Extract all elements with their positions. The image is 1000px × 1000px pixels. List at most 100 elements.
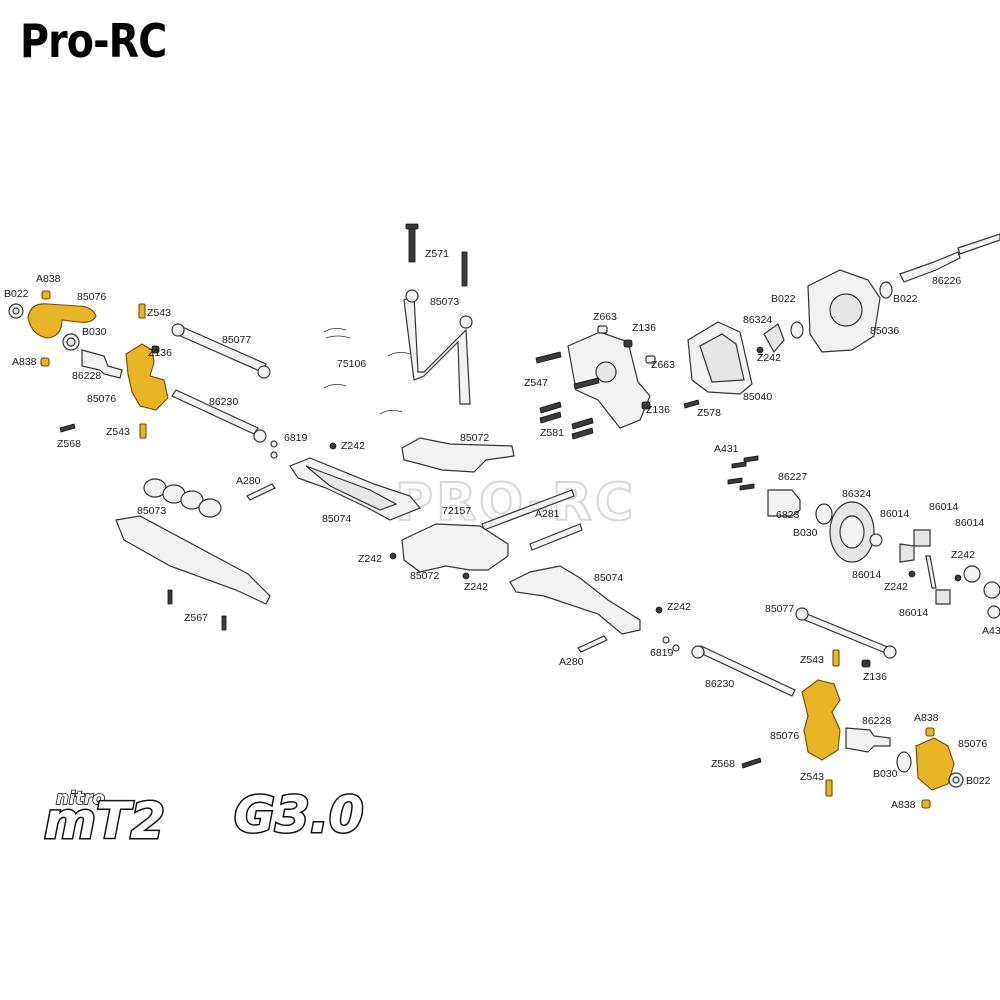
nitro-mt2-logo: nitro mT2 G3.0 bbox=[43, 785, 366, 852]
tie-rod-end-d bbox=[883, 645, 897, 659]
screw-z581-a bbox=[539, 401, 562, 414]
part-label-z568: Z568 bbox=[711, 758, 735, 770]
gold-screw-z543-d bbox=[825, 779, 833, 797]
part-label-85077: 85077 bbox=[765, 603, 794, 615]
screw-z567-b bbox=[221, 615, 227, 631]
part-label-86014: 86014 bbox=[899, 607, 928, 619]
e-clip-z242-e bbox=[756, 346, 764, 354]
body-post-top-right bbox=[459, 315, 473, 329]
part-label-b030: B030 bbox=[82, 326, 107, 338]
part-label-z242: Z242 bbox=[341, 440, 365, 452]
part-label-z242: Z242 bbox=[358, 553, 382, 565]
tie-rod-end-c bbox=[795, 607, 809, 621]
hinge-pin-a281 bbox=[529, 523, 583, 551]
diff-shim-edge-2 bbox=[987, 605, 1000, 619]
rear-tie-rod-group bbox=[691, 607, 897, 697]
axle-86228-right bbox=[845, 727, 891, 753]
gold-screw-z543-top bbox=[138, 303, 146, 319]
screw-a431-c bbox=[727, 477, 743, 485]
tie-rod-85077-right bbox=[799, 611, 891, 655]
part-label-z242: Z242 bbox=[884, 581, 908, 593]
part-label-6819: 6819 bbox=[284, 432, 308, 444]
rear-arm-group bbox=[389, 523, 680, 653]
bearing-b022-left-inner bbox=[12, 307, 20, 315]
part-label-z581: Z581 bbox=[540, 427, 564, 439]
screw-z581-b bbox=[539, 411, 562, 424]
body-clip-75106-d bbox=[379, 410, 403, 415]
screw-z578 bbox=[683, 399, 700, 409]
screw-z581-c bbox=[571, 417, 594, 430]
part-label-z571: Z571 bbox=[425, 248, 449, 260]
outdrive-shaft bbox=[957, 233, 1000, 255]
part-label-a838: A838 bbox=[914, 712, 939, 724]
part-label-85076: 85076 bbox=[770, 730, 799, 742]
part-label-z242: Z242 bbox=[667, 601, 691, 613]
part-label-a281: A281 bbox=[535, 508, 560, 520]
outdrive-86226 bbox=[899, 251, 961, 283]
part-label-b030: B030 bbox=[793, 527, 818, 539]
washer-6819-c bbox=[662, 636, 670, 644]
part-label-a838: A838 bbox=[12, 356, 37, 368]
bearing-b022-diff-b bbox=[879, 281, 893, 299]
body-clip-75106-a bbox=[323, 328, 351, 339]
part-label-z663: Z663 bbox=[593, 311, 617, 323]
steering-knuckle-front-left bbox=[27, 303, 97, 339]
part-label-86014: 86014 bbox=[929, 501, 958, 513]
diff-outdrive-86227 bbox=[767, 489, 801, 517]
diff-internals-group bbox=[727, 455, 1000, 619]
part-label-85074: 85074 bbox=[594, 572, 623, 584]
nut-z136-b bbox=[641, 401, 651, 410]
part-label-b022: B022 bbox=[4, 288, 29, 300]
front-arm-group bbox=[115, 437, 583, 631]
part-label-6819: 6819 bbox=[650, 647, 674, 659]
screw-z571-head bbox=[405, 223, 419, 230]
part-label-z242: Z242 bbox=[464, 581, 488, 593]
front-tie-rod-group bbox=[171, 323, 337, 501]
part-label-85077: 85077 bbox=[222, 334, 251, 346]
bearing-b022-diff-a bbox=[790, 321, 804, 339]
part-label-z547: Z547 bbox=[524, 377, 548, 389]
part-label-86324: 86324 bbox=[842, 488, 871, 500]
screw-z547-b bbox=[573, 377, 600, 390]
part-label-z543: Z543 bbox=[106, 426, 130, 438]
part-label-86014: 86014 bbox=[955, 517, 984, 529]
part-label-86324: 86324 bbox=[743, 314, 772, 326]
screw-z568-left bbox=[59, 423, 76, 433]
screw-z567-a bbox=[167, 589, 173, 605]
body-clip-75106-c bbox=[323, 384, 347, 389]
part-label-z543: Z543 bbox=[147, 307, 171, 319]
front-left-hub-group bbox=[8, 290, 169, 439]
part-label-75106: 75106 bbox=[337, 358, 366, 370]
screw-z571-long bbox=[408, 227, 416, 263]
tie-rod-end-b bbox=[257, 365, 271, 379]
logo-version: G3.0 bbox=[234, 786, 364, 844]
logo-model: mT2 bbox=[44, 792, 165, 850]
lower-arm-85074-front-rib bbox=[305, 465, 398, 511]
e-clip-z242-d bbox=[655, 606, 663, 614]
rear-right-hub-group bbox=[741, 649, 964, 809]
part-label-z567: Z567 bbox=[184, 612, 208, 624]
part-label-85074: 85074 bbox=[322, 513, 351, 525]
part-label-z663: Z663 bbox=[651, 359, 675, 371]
e-clip-z242-c bbox=[462, 572, 470, 580]
gold-screw-z543-c bbox=[832, 649, 840, 667]
front-arm-mount-85072 bbox=[401, 437, 515, 473]
nut-z663-right bbox=[645, 355, 656, 364]
part-label-a43: A43 bbox=[982, 625, 1000, 637]
axle-86228-left bbox=[81, 349, 123, 379]
e-clip-z242-g bbox=[954, 574, 962, 582]
part-label-72157: 72157 bbox=[442, 505, 471, 517]
part-label-z136: Z136 bbox=[646, 404, 670, 416]
part-label-6823: 6823 bbox=[776, 509, 800, 521]
e-clip-z242-f bbox=[908, 570, 916, 578]
screw-z568-right bbox=[741, 757, 762, 769]
part-label-z242: Z242 bbox=[951, 549, 975, 561]
screw-z571-short bbox=[461, 251, 468, 287]
screw-z581-d bbox=[571, 427, 594, 440]
tie-rod-85077-left bbox=[175, 325, 267, 373]
gear-cover-inner bbox=[699, 333, 745, 383]
steering-knuckle-rear-right bbox=[915, 737, 955, 791]
part-label-85040: 85040 bbox=[743, 391, 772, 403]
